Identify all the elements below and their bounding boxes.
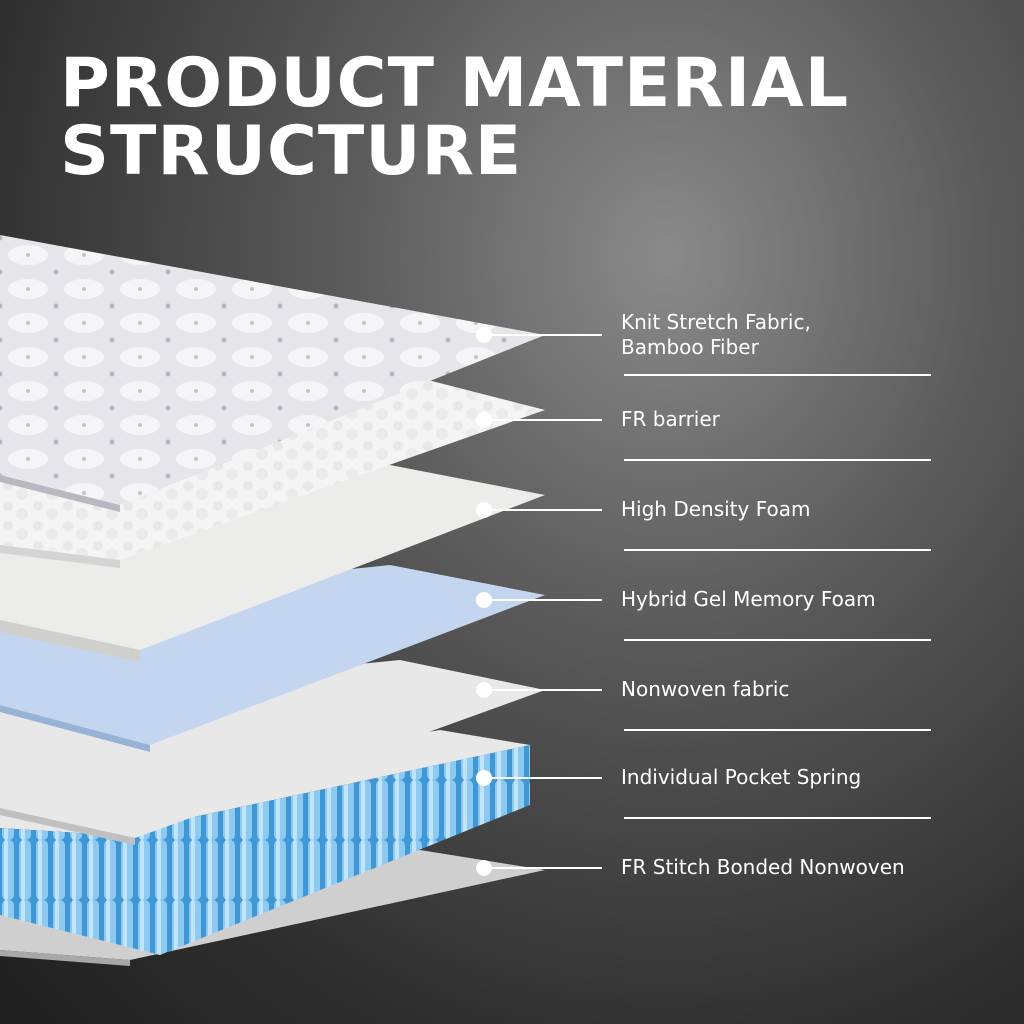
divider-high-density [624, 549, 931, 551]
label-high-density: High Density Foam [621, 497, 941, 522]
label-gel-line-1: Hybrid Gel Memory Foam [621, 587, 876, 611]
leader-dot-nonwoven [476, 682, 492, 698]
label-knit: Knit Stretch Fabric,Bamboo Fiber [621, 310, 941, 360]
leader-dot-knit [476, 327, 492, 343]
layer-nonwoven-edge [0, 808, 135, 845]
layer-knit-edge [0, 475, 120, 512]
layer-pocket-spring-front [0, 745, 530, 955]
label-fr-barrier: FR barrier [621, 407, 941, 432]
divider-knit [624, 374, 931, 376]
layer-fr-barrier-edge [0, 545, 120, 568]
leader-lines [476, 327, 602, 876]
page-title: PRODUCT MATERIAL STRUCTURE [60, 50, 849, 186]
label-knit-line-2: Bamboo Fiber [621, 335, 759, 359]
label-pocket-spring-line-1: Individual Pocket Spring [621, 765, 862, 789]
title-line-1: PRODUCT MATERIAL [60, 44, 850, 123]
leader-dot-pocket-spring [476, 770, 492, 786]
label-nonwoven-line-1: Nonwoven fabric [621, 677, 790, 701]
label-knit-line-1: Knit Stretch Fabric, [621, 310, 811, 334]
label-pocket-spring: Individual Pocket Spring [621, 765, 941, 790]
label-nonwoven: Nonwoven fabric [621, 677, 941, 702]
leader-dot-fr-stitch [476, 860, 492, 876]
layer-gel-edge [0, 705, 150, 752]
divider-fr-barrier [624, 459, 931, 461]
divider-pocket-spring [624, 817, 931, 819]
label-fr-stitch-line-1: FR Stitch Bonded Nonwoven [621, 855, 905, 879]
title-line-2: STRUCTURE [60, 112, 523, 191]
leader-dot-fr-barrier [476, 412, 492, 428]
label-high-density-line-1: High Density Foam [621, 497, 811, 521]
label-gel: Hybrid Gel Memory Foam [621, 587, 941, 612]
layer-high-density-edge [0, 620, 140, 662]
layer-fr-stitch-edge [0, 950, 130, 966]
leader-dot-high-density [476, 502, 492, 518]
leader-dot-gel [476, 592, 492, 608]
divider-nonwoven [624, 729, 931, 731]
layer-knit [0, 235, 545, 505]
label-fr-stitch: FR Stitch Bonded Nonwoven [621, 855, 941, 880]
divider-gel [624, 639, 931, 641]
layer-shapes [0, 235, 545, 966]
label-fr-barrier-line-1: FR barrier [621, 407, 720, 431]
